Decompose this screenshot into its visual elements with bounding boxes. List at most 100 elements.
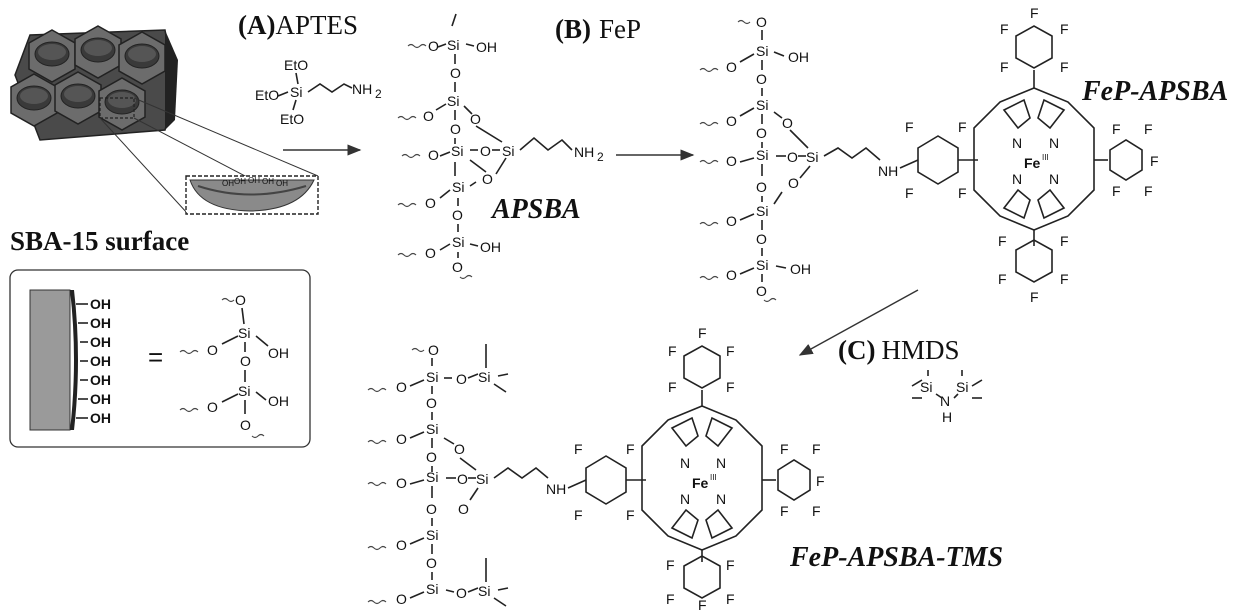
svg-text:NH: NH [574, 144, 594, 160]
svg-text:O: O [456, 585, 467, 601]
svg-text:O: O [726, 213, 737, 229]
svg-text:Fe: Fe [1024, 155, 1041, 171]
svg-text:F: F [1112, 121, 1121, 137]
hmds-structure: Si N H Si [911, 370, 983, 425]
svg-text:Si: Si [426, 527, 438, 543]
svg-text:O: O [787, 149, 798, 165]
svg-text:OH: OH [788, 49, 809, 65]
svg-text:F: F [574, 507, 583, 523]
svg-text:O: O [428, 147, 439, 163]
svg-text:F: F [1060, 271, 1069, 287]
svg-text:F: F [1112, 183, 1121, 199]
inset-oh-list: OH OH OH OH OH OH OH [76, 296, 111, 426]
svg-text:O: O [426, 501, 437, 517]
svg-text:O: O [240, 353, 251, 369]
svg-text:Si: Si [426, 369, 438, 385]
svg-text:F: F [698, 325, 707, 341]
svg-text:N: N [680, 491, 690, 507]
svg-text:N: N [1012, 135, 1022, 151]
svg-text:N: N [680, 455, 690, 471]
svg-text:Si: Si [238, 383, 250, 399]
svg-text:H: H [942, 409, 952, 425]
svg-text:F: F [666, 591, 675, 607]
porphyrin-core-1: N N N N Fe III [973, 87, 1095, 231]
svg-text:O: O [396, 431, 407, 447]
svg-text:F: F [1060, 21, 1069, 37]
sba15-pore-structure: OH OH OH OH OH [10, 25, 319, 215]
svg-text:O: O [426, 449, 437, 465]
svg-text:F: F [666, 557, 675, 573]
svg-text:O: O [235, 292, 246, 308]
svg-text:Si: Si [447, 37, 459, 53]
svg-text:N: N [716, 491, 726, 507]
equals-sign: = [148, 342, 163, 372]
svg-text:F: F [998, 233, 1007, 249]
svg-text:F: F [1144, 121, 1153, 137]
svg-text:OH: OH [476, 39, 497, 55]
svg-text:O: O [480, 143, 491, 159]
svg-text:O: O [726, 267, 737, 283]
fep-apsba-structure: O Si OH O O Si O O O Si O O Si O O Si [699, 5, 1159, 305]
svg-text:F: F [905, 185, 914, 201]
svg-text:F: F [574, 441, 583, 457]
svg-text:F: F [1144, 183, 1153, 199]
svg-text:O: O [450, 121, 461, 137]
svg-text:NH: NH [546, 481, 566, 497]
svg-text:OH: OH [90, 296, 111, 312]
step-c-label: (C)HMDS [838, 335, 960, 365]
svg-text:Si: Si [452, 179, 464, 195]
fep-apsba-tms-label: FeP-APSBA-TMS [789, 542, 1003, 573]
svg-text:O: O [207, 342, 218, 358]
svg-text:N: N [716, 455, 726, 471]
svg-text:O: O [425, 245, 436, 261]
svg-text:F: F [726, 343, 735, 359]
svg-text:2: 2 [597, 150, 604, 164]
svg-text:O: O [782, 115, 793, 131]
svg-text:O: O [756, 14, 767, 30]
surface-inset-box: OH OH OH OH OH OH OH = O Si O OH O Si O [9, 269, 311, 448]
svg-text:O: O [240, 417, 251, 433]
svg-text:F: F [698, 597, 707, 612]
svg-text:F: F [726, 379, 735, 395]
svg-text:F: F [812, 441, 821, 457]
svg-text:2: 2 [375, 87, 382, 101]
svg-text:N: N [1049, 135, 1059, 151]
svg-text:O: O [450, 65, 461, 81]
apsba-structure: O Si OH O Si O O O Si O O Si NH 2 O [397, 13, 604, 280]
svg-text:O: O [452, 207, 463, 223]
svg-text:Si: Si [756, 43, 768, 59]
arrow-step-c [798, 289, 919, 356]
svg-text:F: F [726, 591, 735, 607]
svg-text:OH: OH [248, 176, 260, 185]
svg-text:Si: Si [426, 469, 438, 485]
svg-text:NH: NH [352, 81, 372, 97]
svg-text:Si: Si [756, 257, 768, 273]
svg-text:Fe: Fe [692, 475, 709, 491]
svg-text:O: O [756, 179, 767, 195]
svg-text:III: III [1042, 153, 1049, 162]
svg-text:EtO: EtO [255, 87, 279, 103]
svg-text:O: O [426, 555, 437, 571]
svg-text:OH: OH [90, 391, 111, 407]
svg-text:III: III [710, 473, 717, 482]
svg-text:OH: OH [90, 315, 111, 331]
svg-text:OH: OH [90, 410, 111, 426]
svg-text:O: O [396, 537, 407, 553]
svg-text:Si: Si [956, 379, 968, 395]
svg-text:O: O [482, 171, 493, 187]
svg-text:Si: Si [476, 471, 488, 487]
svg-text:O: O [756, 125, 767, 141]
svg-text:O: O [726, 153, 737, 169]
svg-text:O: O [726, 113, 737, 129]
svg-text:O: O [452, 259, 463, 275]
svg-text:F: F [958, 119, 967, 135]
svg-text:NH: NH [878, 163, 898, 179]
svg-text:Si: Si [478, 369, 490, 385]
svg-text:O: O [396, 379, 407, 395]
svg-text:OH: OH [222, 179, 234, 188]
svg-text:F: F [812, 503, 821, 519]
svg-text:Si: Si [426, 421, 438, 437]
step-b-label: (B)FeP [555, 14, 641, 44]
svg-text:OH: OH [90, 372, 111, 388]
svg-text:Si: Si [452, 234, 464, 250]
